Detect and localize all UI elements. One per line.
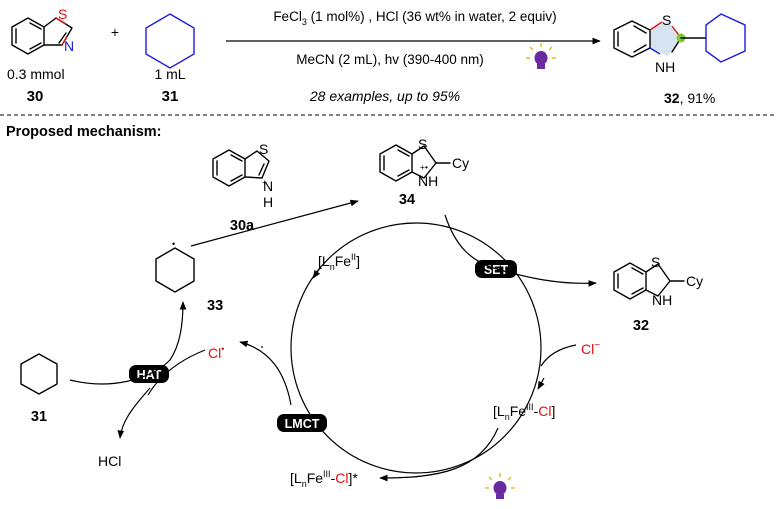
svg-text:NH: NH — [652, 292, 672, 308]
svg-text:S: S — [651, 254, 660, 270]
benzothiazolium-30a: S + N H — [212, 141, 273, 210]
excitation-arrow — [379, 427, 499, 482]
label-34: 34 — [399, 192, 415, 208]
mechanism-heading: Proposed mechanism: — [6, 124, 162, 140]
svg-text:•: • — [172, 239, 175, 249]
light-bulb-icon — [484, 472, 516, 500]
chloride-ion: Cl− — [581, 340, 600, 357]
label-31-mechanism: 31 — [31, 409, 47, 425]
plus-sign: + — [111, 24, 119, 40]
catalytic-cycle — [290, 222, 542, 474]
fe-iii-chloride: [LnFeIII-Cl] — [493, 402, 555, 422]
reagent-line-1: FeCl3 (1 mol%) , HCl (36 wt% in water, 2… — [273, 9, 556, 27]
sulfur-atom: S — [58, 6, 67, 22]
svg-text:+•: +• — [420, 162, 428, 172]
svg-text:Cy: Cy — [686, 273, 703, 289]
cyclohexyl-radical-33: • — [155, 239, 195, 293]
svg-text:S: S — [418, 136, 427, 152]
reactant2-amount: 1 mL — [154, 66, 185, 82]
hat-arrow-cl — [147, 349, 206, 396]
lmct-arrow — [239, 340, 292, 406]
reactant1-amount: 0.3 mmol — [7, 66, 65, 82]
label-33: 33 — [207, 298, 223, 314]
product-label: 32, 91% — [664, 90, 715, 106]
svg-text:S: S — [259, 141, 268, 157]
fe-ii-complex: [LnFeII] — [318, 252, 360, 272]
chlorine-radical: Cl• — [208, 344, 224, 361]
hat-arrow-to-33 — [69, 301, 187, 385]
light-bulb-icon — [525, 42, 557, 70]
sulfur-atom: S — [662, 12, 671, 28]
cyclohexane-31 — [145, 13, 195, 69]
svg-text:NH: NH — [418, 173, 438, 189]
radical-cation-34: S +• NH Cy — [379, 136, 469, 189]
fe-iii-chloride-excited: [LnFeIII-Cl]* — [290, 469, 358, 489]
svg-text:LMCT: LMCT — [285, 417, 320, 431]
svg-text:SET: SET — [484, 263, 509, 277]
reactant1-label: 30 — [27, 88, 44, 105]
svg-text:Cy: Cy — [452, 155, 469, 171]
svg-text:N: N — [263, 178, 273, 194]
nh-group: NH — [655, 59, 675, 75]
cyclohexane-31-mechanism — [20, 353, 58, 395]
lmct-badge: LMCT — [277, 414, 327, 432]
label-32-mechanism: 32 — [633, 318, 649, 334]
product-32-mechanism: S NH Cy — [613, 254, 703, 308]
product-32: S NH — [613, 12, 746, 75]
radical-addition-arrow — [190, 199, 359, 247]
reagent-line-2: MeCN (2 mL), hv (390-400 nm) — [296, 52, 484, 67]
svg-text:+: + — [262, 177, 267, 187]
nitrogen-atom: N — [64, 38, 74, 54]
hat-arrow-to-hcl — [117, 387, 151, 439]
benzothiazole-30: S N — [11, 6, 74, 55]
hcl-product: HCl — [98, 453, 121, 469]
svg-text:H: H — [263, 194, 273, 210]
reactant2-label: 31 — [162, 88, 179, 105]
set-arrow — [444, 214, 597, 287]
examples-text: 28 examples, up to 95% — [309, 88, 460, 104]
